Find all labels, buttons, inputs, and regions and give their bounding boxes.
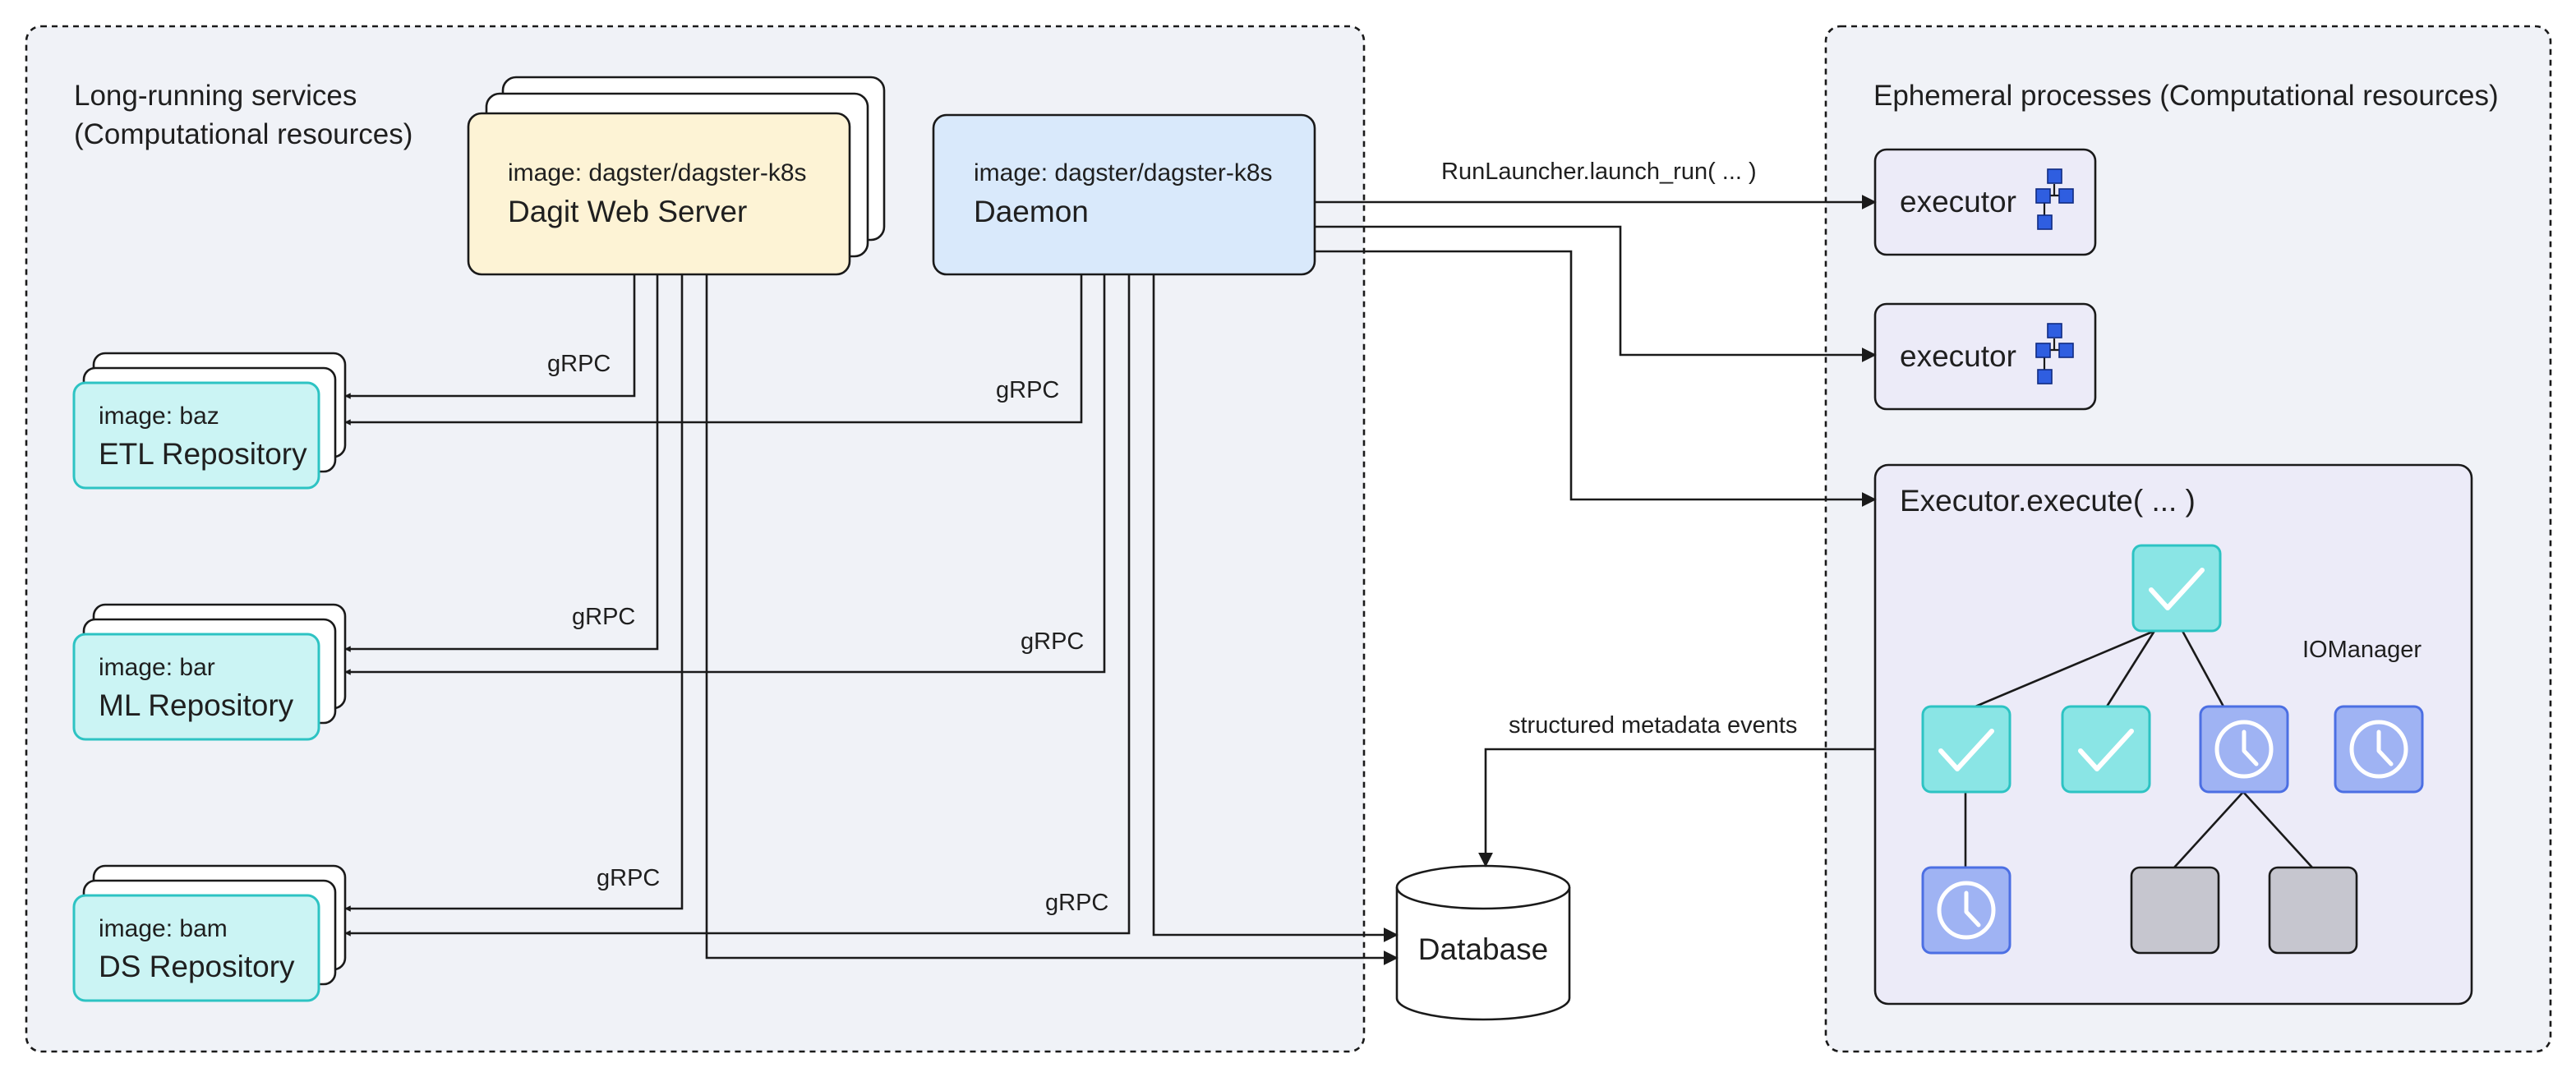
ds-image-label: image: bam — [99, 915, 228, 942]
step-success-left — [1921, 705, 2011, 794]
check-icon — [2149, 568, 2205, 610]
executor-1-label: executor — [1900, 185, 2016, 219]
grpc-label-daemon-ml: gRPC — [1021, 628, 1084, 655]
step-pending-center — [2199, 705, 2289, 794]
grpc-label-daemon-etl: gRPC — [996, 377, 1059, 403]
edge-daemon-ml — [344, 274, 1106, 675]
edge-daemon-etl — [344, 274, 1083, 426]
ephemeral-title: Ephemeral processes (Computational resou… — [1873, 80, 2499, 112]
grpc-label-daemon-ds: gRPC — [1045, 890, 1108, 916]
long-running-region: Long-running services (Computational res… — [25, 25, 1366, 1053]
ml-name-label: ML Repository — [99, 688, 294, 722]
dagit-name-label: Dagit Web Server — [508, 195, 747, 228]
edge-dagit-ml — [344, 274, 659, 652]
step-not-started-2 — [2268, 866, 2358, 955]
step-pending-bottom — [1921, 866, 2011, 955]
launch-run-label: RunLauncher.launch_run( ... ) — [1441, 159, 1757, 185]
step-success-middle — [2061, 705, 2151, 794]
etl-image-label: image: baz — [99, 403, 219, 430]
database-node: Database — [1395, 864, 1571, 1021]
long-running-title-line1: Long-running services — [74, 80, 357, 112]
grpc-label-dagit-ml: gRPC — [572, 604, 635, 630]
executor-node-2: executor — [1873, 302, 2097, 411]
step-success-root — [2131, 544, 2222, 633]
daemon-image-label: image: dagster/dagster-k8s — [974, 159, 1273, 186]
metadata-events-label: structured metadata events — [1509, 712, 1797, 739]
clock-icon — [2349, 720, 2408, 779]
iomanager-label: IOManager — [2302, 637, 2422, 663]
executor-node-1: executor — [1873, 148, 2097, 256]
executor-execute-title: Executor.execute( ... ) — [1900, 484, 2196, 518]
step-pending-right — [2334, 705, 2424, 794]
clock-icon — [1937, 881, 1996, 940]
long-running-title-line2: (Computational resources) — [74, 118, 412, 150]
check-icon — [1938, 729, 1994, 771]
ds-name-label: DS Repository — [99, 950, 295, 983]
etl-name-label: ETL Repository — [99, 437, 307, 471]
database-label: Database — [1418, 932, 1548, 966]
daemon-node: image: dagster/dagster-k8s Daemon — [932, 113, 1316, 276]
edge-daemon-execute — [1315, 250, 1877, 507]
ml-repository-node: image: bar ML Repository — [72, 603, 347, 741]
edge-dagit-database — [705, 274, 1399, 965]
dagit-web-server-node: image: dagster/dagster-k8s Dagit Web Ser… — [467, 76, 886, 276]
step-graph-edges — [1964, 629, 2313, 868]
connectors — [344, 195, 1877, 965]
edge-daemon-ds — [344, 274, 1131, 937]
dag-icon — [2035, 323, 2074, 384]
dag-icon — [2035, 168, 2074, 230]
edge-dagit-ds — [344, 274, 684, 912]
ml-image-label: image: bar — [99, 654, 215, 681]
grpc-label-dagit-etl: gRPC — [547, 351, 611, 377]
edge-daemon-executor-2 — [1315, 225, 1877, 362]
grpc-label-dagit-ds: gRPC — [597, 865, 660, 891]
ds-repository-node: image: bam DS Repository — [72, 864, 347, 1002]
step-not-started-1 — [2130, 866, 2220, 955]
edge-metadata-events — [1478, 748, 1875, 868]
edge-dagit-etl — [344, 274, 636, 399]
edge-labels: gRPC gRPC gRPC gRPC gRPC gRPC RunLaunche… — [547, 159, 1797, 916]
clock-icon — [2214, 720, 2274, 779]
check-icon — [2078, 729, 2134, 771]
executor-execute-box: Executor.execute( ... ) IOManager — [1873, 463, 2473, 1006]
executor-2-label: executor — [1900, 339, 2016, 373]
etl-repository-node: image: baz ETL Repository — [72, 352, 347, 490]
edge-daemon-database — [1152, 274, 1399, 942]
dagit-image-label: image: dagster/dagster-k8s — [508, 159, 807, 186]
daemon-name-label: Daemon — [974, 195, 1089, 228]
